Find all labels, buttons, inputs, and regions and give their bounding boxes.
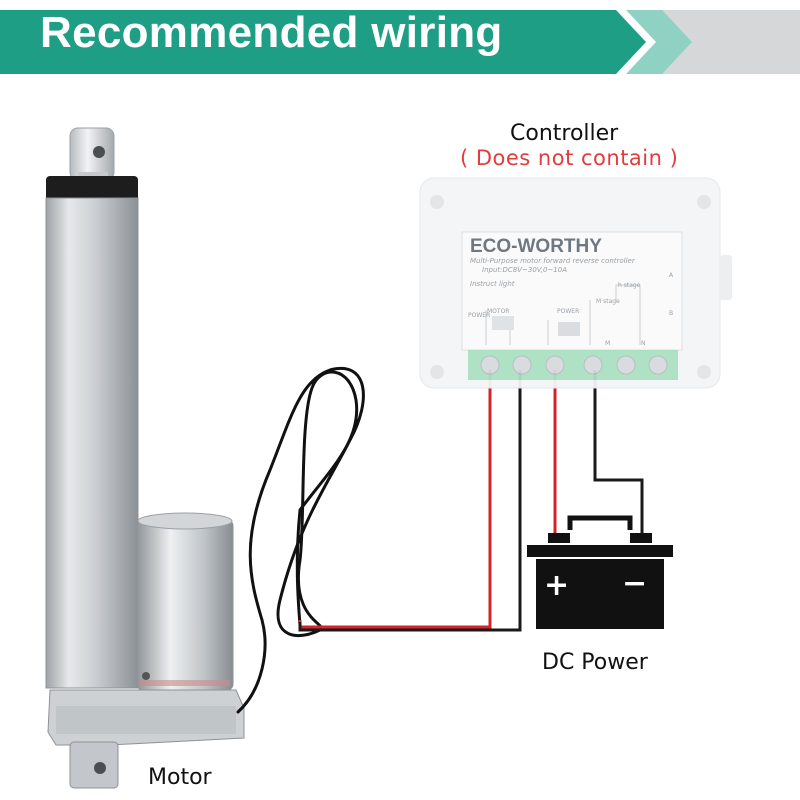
motor-cable bbox=[236, 367, 365, 714]
controller-note: ( Does not contain ) bbox=[460, 146, 679, 170]
wire-red-motor bbox=[298, 370, 492, 629]
controller-title: Controller bbox=[510, 121, 619, 146]
wire-black-motor bbox=[298, 370, 522, 632]
label-n: N bbox=[641, 340, 646, 347]
controller-instruct: Instruct light bbox=[470, 280, 515, 288]
controller-subtitle: Multi-Purpose motor forward reverse cont… bbox=[470, 257, 635, 265]
controller-input-spec: Input:DC8V~30V,0~10A bbox=[482, 266, 568, 274]
battery bbox=[527, 515, 673, 629]
wire-black-power bbox=[593, 370, 644, 540]
label-m-stage: M stage bbox=[596, 298, 620, 305]
battery-minus-sign: − bbox=[622, 566, 648, 601]
header-banner bbox=[0, 10, 800, 74]
label-motor: MOTOR bbox=[487, 308, 510, 315]
controller-box bbox=[419, 177, 732, 389]
banner-title: Recommended wiring bbox=[40, 8, 503, 57]
label-a: A bbox=[669, 272, 674, 279]
actuator bbox=[45, 127, 245, 789]
label-h-stage: h stage bbox=[618, 282, 641, 289]
controller-brand: ECO-WORTHY bbox=[470, 236, 602, 257]
label-m: M bbox=[605, 340, 611, 347]
battery-plus-sign: + bbox=[544, 568, 570, 603]
dc-power-label: DC Power bbox=[542, 650, 648, 675]
label-power: POWER bbox=[557, 308, 580, 315]
label-b: B bbox=[669, 310, 674, 317]
motor-label: Motor bbox=[148, 765, 212, 790]
label-power-side: POWER bbox=[468, 312, 491, 319]
